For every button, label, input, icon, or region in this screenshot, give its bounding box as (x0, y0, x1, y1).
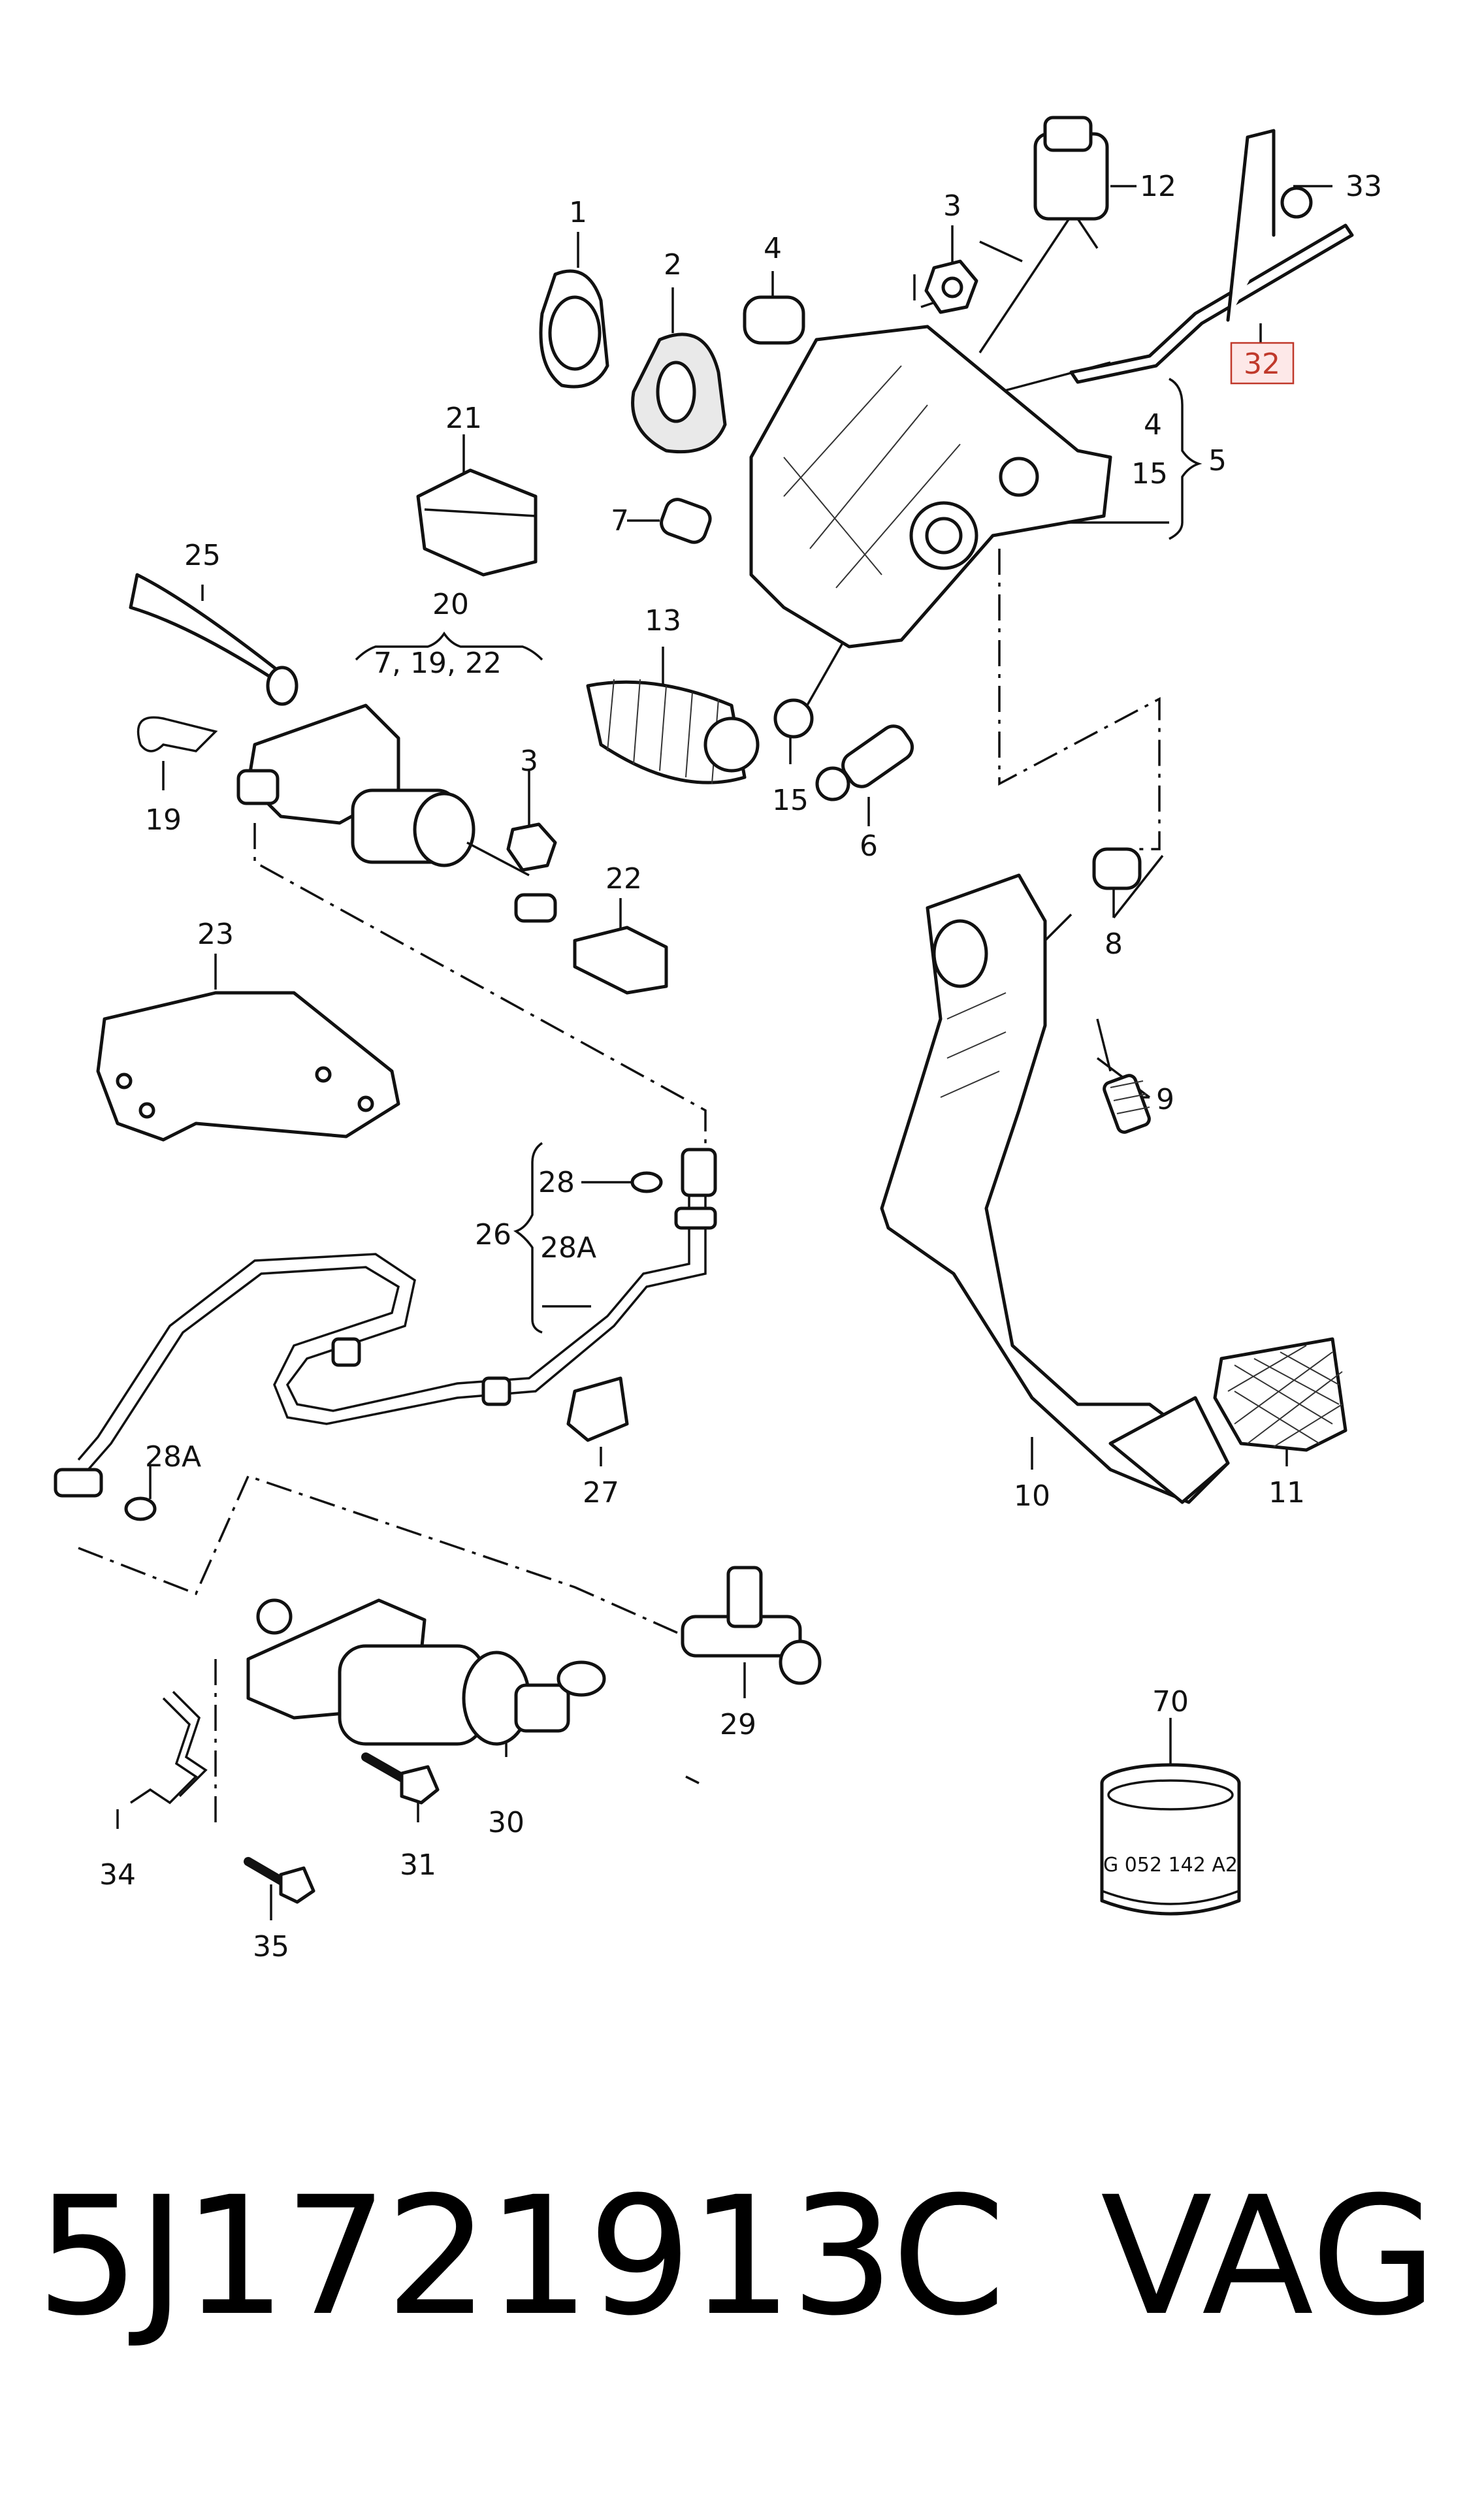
part-35-bolt (244, 1857, 315, 1904)
part-13-spring (586, 679, 760, 784)
part-7-sleeve (660, 498, 712, 544)
callout-9: 9 (1156, 1083, 1174, 1116)
callout-23: 23 (197, 918, 234, 951)
part-15-cap (773, 698, 814, 739)
pedal-bracket (749, 325, 1112, 649)
callout-22: 22 (605, 862, 642, 895)
part-30-slave-cylinder (246, 1598, 606, 1746)
callout-20: 20 (432, 588, 469, 621)
callout-70: 70 (1152, 1685, 1189, 1718)
callout-31: 31 (400, 1848, 436, 1882)
callout-2: 2 (664, 248, 682, 282)
callout-15-mid: 15 (772, 784, 809, 817)
part-1-clip (539, 269, 609, 389)
part-2-gasket (631, 332, 727, 454)
brand-name: VAG (1101, 2161, 1438, 2351)
callout-3-lower: 3 (520, 745, 538, 778)
callout-7: 7 (611, 504, 629, 538)
callout-20-sub: 7, 19, 22 (374, 647, 502, 680)
part-32-rod (1069, 129, 1354, 384)
part-23-plate (96, 991, 400, 1142)
callout-5: 5 (1208, 444, 1227, 477)
callout-19: 19 (145, 803, 182, 837)
part-28-washer (630, 1171, 663, 1193)
part-number: 5J1721913C (36, 2161, 1006, 2351)
callout-29: 29 (720, 1708, 756, 1741)
callout-21: 21 (445, 402, 482, 435)
part-19-clip (137, 716, 218, 752)
callout-4-right: 4 (1144, 408, 1162, 442)
part-70-grease-tin: G 052 142 A2 (1100, 1763, 1241, 1916)
callout-34: 34 (99, 1858, 136, 1892)
part-28a-washer (124, 1496, 157, 1521)
part-21-connector (416, 468, 538, 577)
group-brackets (355, 378, 1202, 1334)
part-29-tee (681, 1566, 822, 1685)
callout-28a-lower: 28A (145, 1440, 201, 1474)
part-26-pipe (54, 1148, 717, 1498)
callout-25: 25 (184, 539, 221, 572)
callout-10: 10 (1014, 1479, 1050, 1513)
callout-28: 28 (538, 1166, 575, 1199)
part-27-bracket (566, 1376, 629, 1442)
callout-15-right: 15 (1131, 457, 1168, 491)
callout-8: 8 (1105, 927, 1123, 961)
part-12-sensor (1033, 116, 1109, 249)
part-3-nut-top (924, 259, 978, 314)
part-25-hose (129, 573, 298, 706)
callout-4-top: 4 (764, 232, 782, 265)
callout-35: 35 (253, 1930, 289, 1963)
callout-33: 33 (1346, 170, 1382, 203)
part-4-bush (743, 295, 805, 345)
callout-6: 6 (860, 830, 878, 863)
callout-26: 26 (475, 1218, 511, 1251)
part-8-bush (1092, 847, 1142, 890)
part-10-pedal (880, 873, 1230, 1504)
callout-12: 12 (1140, 170, 1176, 203)
part-70-marking: G 052 142 A2 (1103, 1854, 1238, 1877)
part-11-pad (1213, 1337, 1347, 1452)
part-31-bolt (361, 1752, 440, 1805)
part-9-spring (1096, 1018, 1151, 1134)
callout-3-top: 3 (943, 189, 961, 223)
callout-28a-upper: 28A (540, 1231, 596, 1265)
part-3-nut-lower (506, 822, 557, 872)
callout-30: 30 (488, 1806, 524, 1839)
part-22-bracket (573, 926, 668, 995)
master-cylinder (236, 703, 557, 923)
highlight-box-32 (1230, 342, 1295, 385)
callout-11: 11 (1268, 1476, 1305, 1509)
callout-13: 13 (645, 604, 681, 637)
callout-27: 27 (583, 1476, 619, 1509)
callout-32: 32 (1244, 347, 1280, 381)
callout-1: 1 (569, 196, 587, 229)
part-6-pin (815, 724, 914, 801)
part-34-bracket (130, 1690, 208, 1805)
callout-labels: 1 2 4 3 12 33 32 4 15 5 7 21 25 20 7, 19… (99, 170, 1382, 1963)
